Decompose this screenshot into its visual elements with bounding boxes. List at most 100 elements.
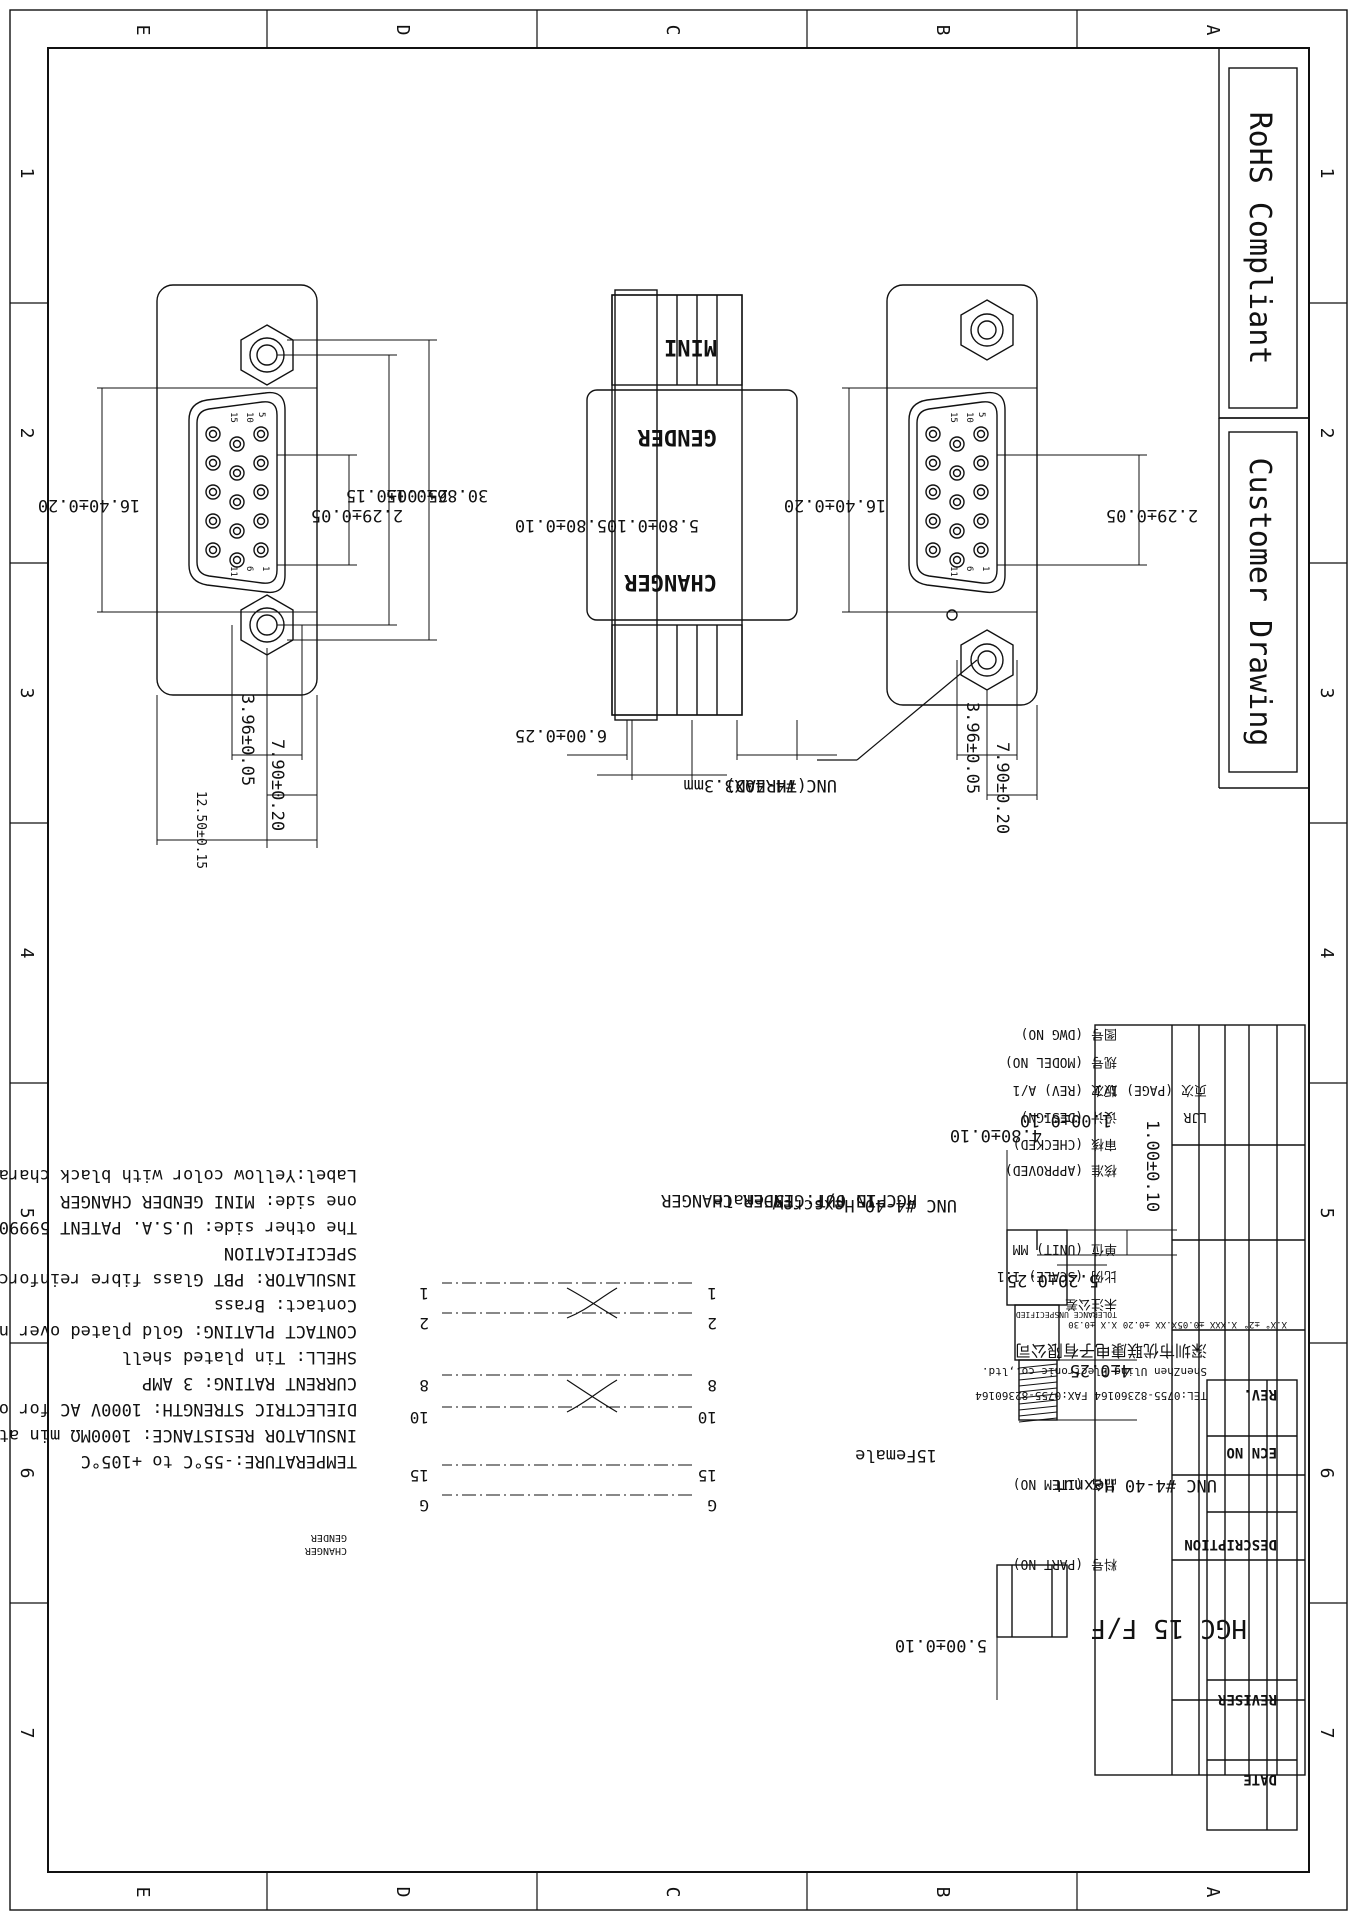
side-label-gender: GENDER (637, 424, 717, 449)
rev-header-description: DESCRIPTION (1184, 1536, 1277, 1552)
pin-socket-inner (208, 545, 218, 555)
pinout-cross (566, 1287, 618, 1319)
left-dim-height: 16.40±0.20 (38, 495, 140, 515)
pin-socket-inner (208, 487, 218, 497)
zone-letter: A (1202, 1887, 1223, 1898)
title-part-no: 料号 (PART NO) (1013, 1556, 1117, 1571)
zone-number: 4 (1316, 948, 1337, 959)
pin-socket-inner (928, 545, 938, 555)
pin-socket (949, 494, 965, 510)
zone-number: 3 (16, 688, 37, 699)
pin-socket (253, 484, 269, 500)
right-pin-label: 6 (964, 566, 974, 571)
zone-number: 5 (16, 1208, 37, 1219)
left-dim-pitch-inner: 25.00±0.15 (346, 485, 448, 505)
title-model-no: 规号 (MODEL NO) (1005, 1054, 1117, 1069)
left-pin-label: 1 (260, 566, 270, 571)
hexnut-body (996, 1564, 1068, 1638)
pin-socket (229, 436, 245, 452)
pin-socket (973, 513, 989, 529)
spec-line: one side: MINI GENDER CHANGER (59, 1191, 357, 1211)
right-pins (925, 426, 989, 568)
zone-number: 7 (1316, 1728, 1337, 1739)
side-dimensions (567, 720, 837, 780)
pin-socket (925, 484, 941, 500)
pin-socket (229, 465, 245, 481)
left-dim-d2: 7.90±0.20 (267, 739, 287, 831)
title-unit: 单位 (UNIT) MM (1013, 1241, 1117, 1256)
zone-number: 6 (1316, 1468, 1337, 1479)
company-name-cn: 深圳市优联康电子有限公司 (1015, 1341, 1207, 1360)
side-label-changer: CHANGER (624, 569, 717, 594)
zone-letter: E (132, 25, 153, 36)
pin-socket-inner (208, 516, 218, 526)
hexscrew-dim-b: 1.00±0.10 (1020, 1110, 1112, 1130)
company-name-en: ShenZhen Uling Electronic co.,ltd. (982, 1365, 1207, 1378)
pinout-right-pin: 15 (410, 1466, 429, 1485)
pin-socket-inner (952, 526, 962, 536)
right-hex-top (960, 299, 1014, 361)
specification-text: Label:Yellow color with black charactoro… (0, 1165, 357, 1471)
right-pin-label: 11 (948, 566, 958, 577)
spec-line: The other side: U.S.A. PATENT 5999061MIN… (0, 1217, 357, 1237)
pin-socket-inner (952, 468, 962, 478)
tolerance-value: X.XX ±0.20 (1123, 1319, 1177, 1329)
tolerance-value: X.X ±0.30 (1068, 1319, 1117, 1329)
tolerance-value: X.XXX ±0.05 (1177, 1319, 1237, 1329)
pin-socket-inner (256, 458, 266, 468)
pin-socket-inner (232, 526, 242, 536)
zone-letter: D (392, 1887, 413, 1898)
spec-line: INSULATOR RESISTANCE: 1000MΩ min at 500V… (0, 1425, 357, 1445)
zone-number: 1 (1316, 168, 1337, 179)
pin-socket-inner (952, 497, 962, 507)
zone-number: 5 (1316, 1208, 1337, 1219)
pin-socket-inner (976, 458, 986, 468)
zone-letter: E (132, 1887, 153, 1898)
zone-numbers: 1 2 3 4 5 6 7 1 2 3 4 5 6 7 A B C D E A … (16, 25, 1337, 1898)
zone-letter: D (392, 25, 413, 36)
rev-header-reviser: REVISER (1217, 1691, 1277, 1707)
pin-socket (205, 426, 221, 442)
spec-line: Contact: Brass (214, 1295, 357, 1315)
right-pin-label: 10 (964, 412, 974, 423)
hexscrew-dimensions (1006, 1150, 1177, 1421)
pinout-left-pin: 2 (707, 1314, 717, 1333)
hexnut-drawing (996, 1564, 1068, 1700)
pin-socket (949, 465, 965, 481)
zone-letter: C (662, 25, 683, 36)
pinout-left-pin: G (707, 1496, 717, 1515)
left-pin-label: 10 (244, 412, 254, 423)
pin-socket (949, 523, 965, 539)
thread-line (1018, 1405, 1058, 1411)
pinout-right-pin: 10 (410, 1408, 429, 1427)
pinout-right-pin: 8 (419, 1376, 429, 1395)
pin-socket-inner (976, 516, 986, 526)
pinout-left-pin: 8 (707, 1376, 717, 1395)
left-pins (205, 426, 269, 568)
left-dimensions (97, 339, 437, 848)
pinout-right-pin: G (419, 1496, 429, 1515)
pinout-changer-note: CHANGER (304, 1545, 347, 1556)
right-pin-label: 15 (948, 412, 958, 423)
pin-socket-inner (952, 439, 962, 449)
pin-socket (973, 542, 989, 558)
revision-table (1206, 1379, 1298, 1831)
pin-socket (229, 523, 245, 539)
pin-socket (205, 455, 221, 471)
title-block (1094, 1024, 1306, 1776)
left-pin-label: 15 (228, 412, 238, 423)
pin-socket (973, 455, 989, 471)
pin-socket (253, 542, 269, 558)
right-face-view (886, 284, 1038, 706)
company-tel-fax: TEL:0755-82360164 FAX:0755-82360164 (975, 1389, 1207, 1402)
pin-socket-inner (976, 429, 986, 439)
customer-drawing-text: Customer Drawing (1242, 458, 1277, 747)
tolerance-value: X.X° ±2° (1244, 1319, 1287, 1329)
thread-note: UNC #4-40X3.3mm (683, 775, 837, 795)
pin-socket-inner (952, 555, 962, 565)
customer-box (1228, 431, 1298, 773)
pin-socket-inner (928, 516, 938, 526)
title-designer: LJR (1183, 1109, 1207, 1124)
left-shell (156, 284, 318, 696)
